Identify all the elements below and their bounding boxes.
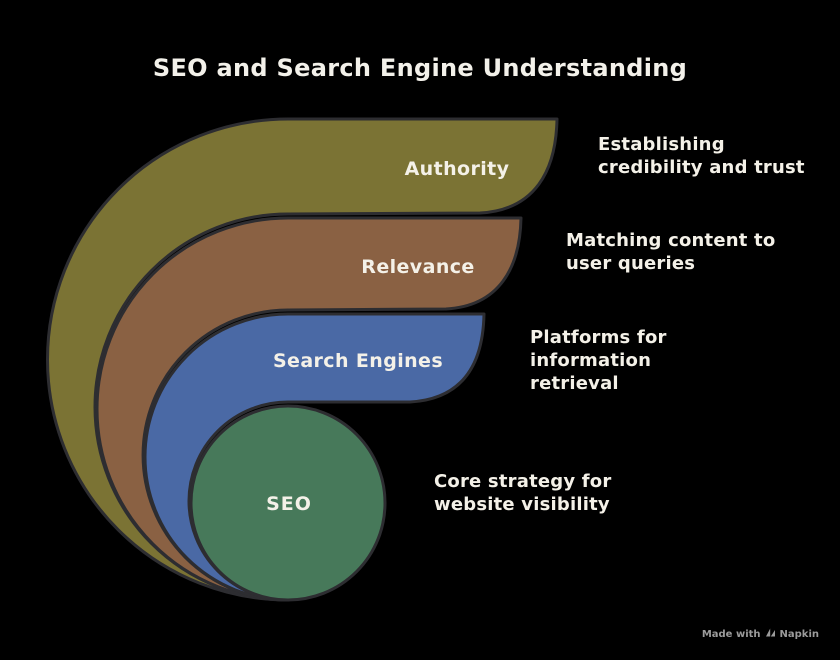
description-line: Platforms for	[530, 327, 667, 348]
description-line: user queries	[566, 253, 696, 274]
search-engines-label: Search Engines	[272, 350, 444, 372]
description-line: website visibility	[434, 494, 610, 515]
description-line: retrieval	[530, 373, 619, 394]
relevance-description: Matching content to user queries	[566, 229, 775, 275]
search-engines-description: Platforms for information retrieval	[530, 326, 667, 395]
description-line: Core strategy for	[434, 471, 612, 492]
made-with-napkin-watermark[interactable]: Made with Napkin	[702, 627, 819, 641]
description-line: Matching content to	[566, 230, 776, 251]
description-line: credibility and trust	[598, 157, 805, 178]
napkin-logo-icon	[765, 627, 776, 641]
description-line: information	[530, 350, 652, 371]
page-title: SEO and Search Engine Understanding	[152, 54, 688, 82]
seo-description: Core strategy for website visibility	[434, 470, 611, 516]
relevance-label: Relevance	[361, 256, 475, 278]
watermark-brand: Napkin	[779, 628, 819, 640]
watermark-prefix: Made with	[701, 628, 761, 640]
authority-description: Establishing credibility and trust	[598, 133, 805, 179]
seo-circle-shape	[189, 404, 387, 602]
seo-label: SEO	[266, 493, 312, 515]
description-line: Establishing	[598, 134, 725, 155]
authority-label: Authority	[404, 158, 510, 180]
